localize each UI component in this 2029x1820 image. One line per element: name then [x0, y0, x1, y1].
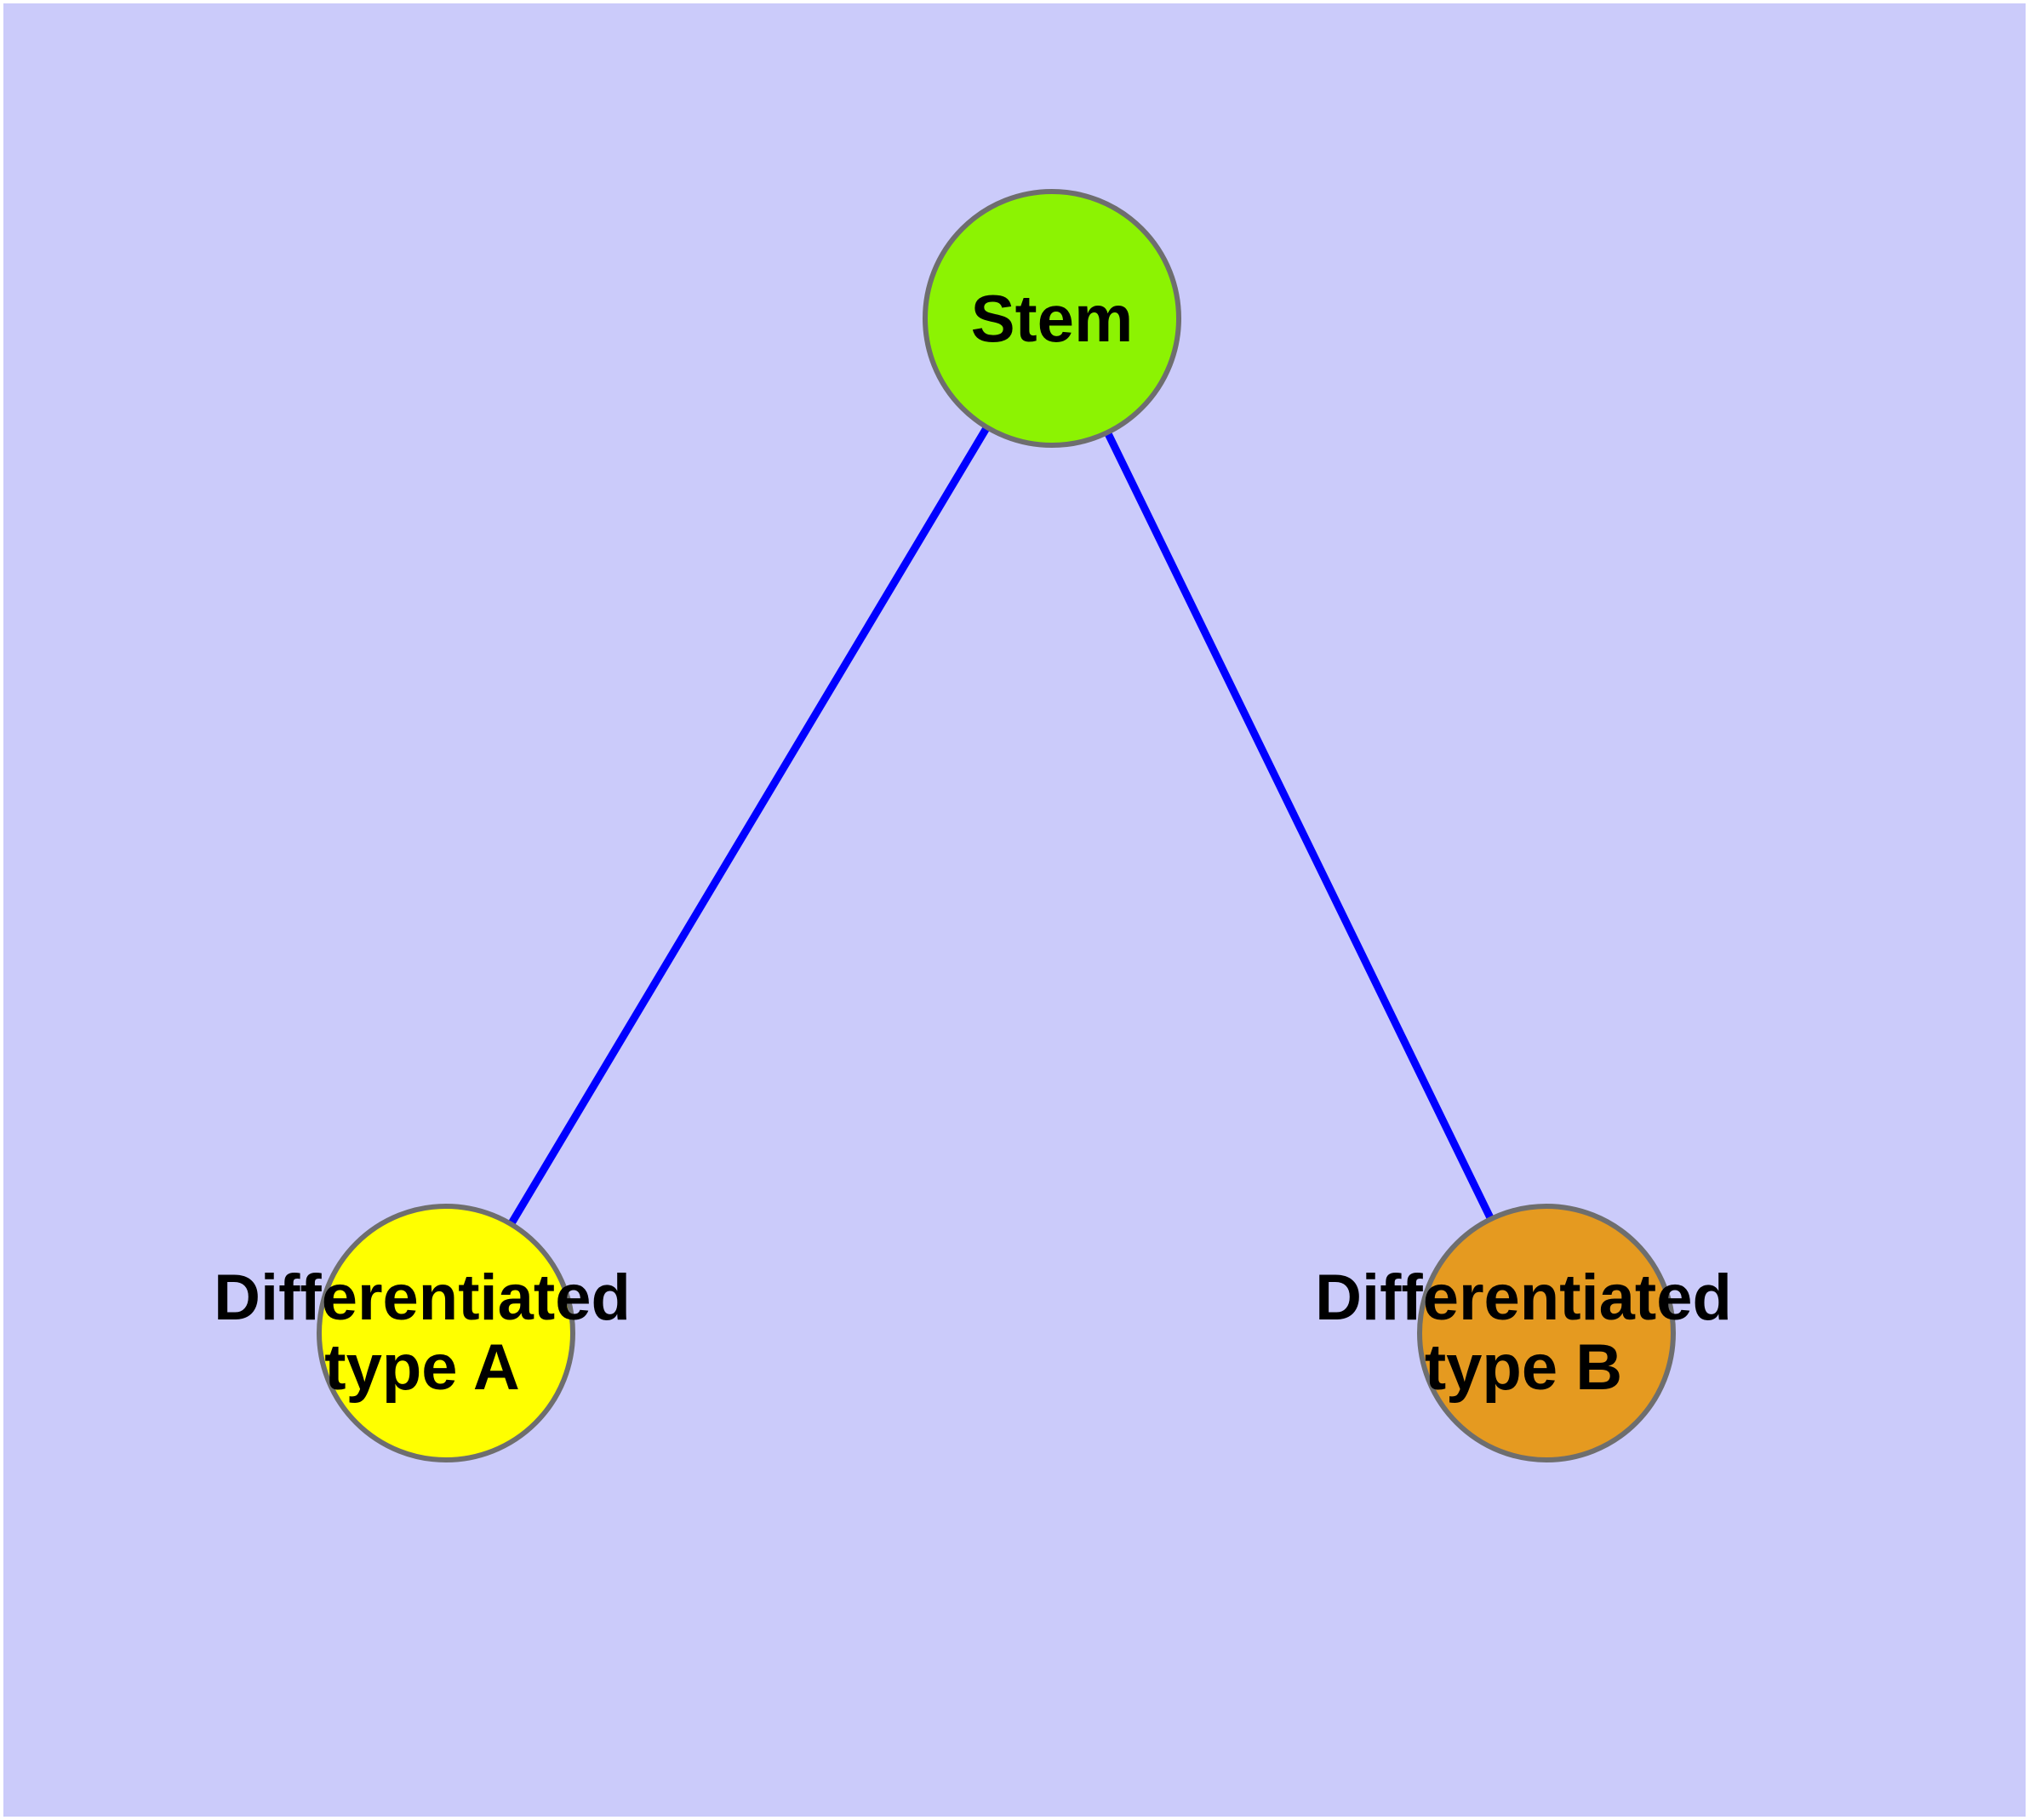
edge-layer: [443, 316, 1551, 1336]
edge-stem-to-type-a[interactable]: [443, 316, 1055, 1336]
node-stem[interactable]: [923, 189, 1181, 448]
node-differentiated-type-a[interactable]: [317, 1204, 575, 1462]
node-differentiated-type-b[interactable]: [1417, 1204, 1676, 1462]
node-layer: [317, 189, 1676, 1462]
edge-stem-to-type-b[interactable]: [1048, 317, 1551, 1335]
